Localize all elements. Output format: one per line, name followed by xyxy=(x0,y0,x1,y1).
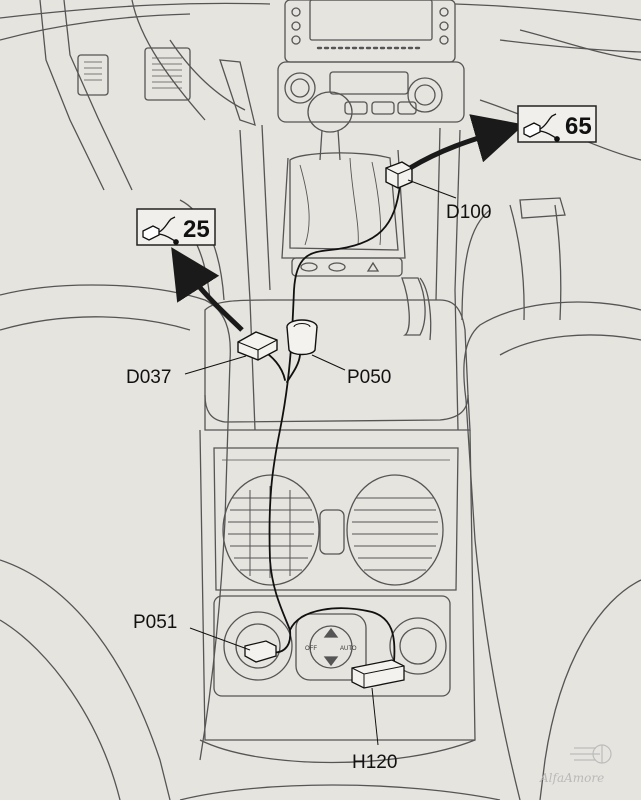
h120-module xyxy=(351,659,405,689)
d037-label: D037 xyxy=(126,367,171,388)
watermark-logo: AlfaAmore xyxy=(539,744,612,785)
p051-label: P051 xyxy=(133,612,177,633)
connector-icon xyxy=(523,113,560,142)
ref-25-box: 25 xyxy=(136,208,216,246)
wiring-harness xyxy=(261,184,401,663)
d037-connector xyxy=(237,331,278,361)
h120-label: H120 xyxy=(352,752,397,773)
d100-connector xyxy=(385,161,413,189)
callout-leaders xyxy=(184,179,457,746)
climate-auto-label: AUTO xyxy=(340,646,357,652)
p051-socket xyxy=(244,640,277,663)
p050-label: P050 xyxy=(347,367,391,388)
ref-65-arrow xyxy=(408,114,525,171)
ref-25-arrow xyxy=(171,247,244,332)
connector-icon xyxy=(142,216,179,245)
watermark-text: AlfaAmore xyxy=(539,771,604,785)
climate-off-label: OFF xyxy=(305,646,317,652)
d100-label: D100 xyxy=(446,202,491,223)
ref-65-number: 65 xyxy=(565,113,592,140)
ref-65-box: 65 xyxy=(517,105,597,143)
p050-socket xyxy=(286,319,318,356)
ref-25-number: 25 xyxy=(183,216,210,243)
